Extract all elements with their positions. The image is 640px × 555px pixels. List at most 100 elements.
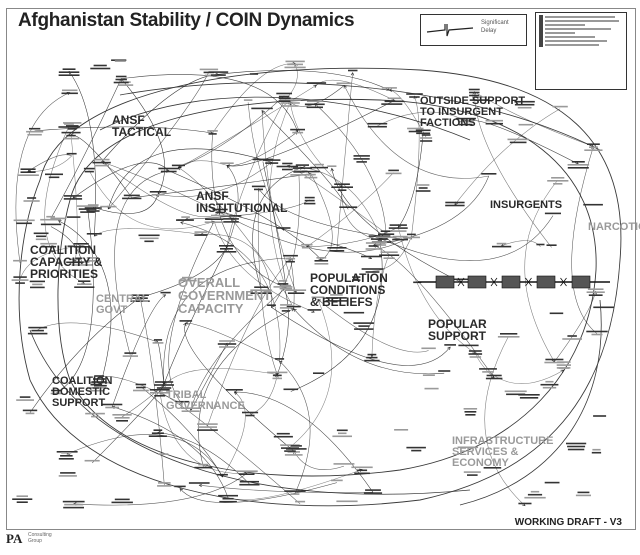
variable-node bbox=[455, 117, 476, 126]
variable-node bbox=[547, 177, 569, 185]
causal-link-arrow bbox=[98, 376, 183, 405]
causal-link-arrow bbox=[554, 291, 596, 362]
variable-node bbox=[12, 495, 33, 503]
causal-link-arrow bbox=[157, 342, 165, 385]
causal-link-arrow bbox=[140, 247, 227, 298]
variable-node bbox=[381, 103, 403, 105]
causal-link-arrow bbox=[120, 78, 165, 195]
variable-node bbox=[84, 257, 101, 262]
causal-link-arrow bbox=[119, 82, 601, 151]
variable-node bbox=[171, 164, 185, 167]
sector-narcotics: NARCOTICS bbox=[588, 221, 640, 233]
causal-link-arrow bbox=[310, 173, 333, 261]
variable-node bbox=[111, 59, 127, 61]
variable-node bbox=[292, 164, 312, 172]
variable-node bbox=[276, 162, 299, 171]
delay-legend: Significant Delay bbox=[420, 14, 527, 46]
variable-node bbox=[388, 224, 408, 232]
delay-symbol-icon bbox=[426, 24, 474, 37]
causal-link-arrow bbox=[293, 450, 344, 470]
variable-node bbox=[278, 97, 291, 102]
causal-link-arrow bbox=[271, 307, 451, 366]
flow-valve-icon bbox=[457, 277, 465, 287]
variable-node bbox=[415, 129, 431, 135]
causal-link-arrow bbox=[207, 257, 291, 427]
causal-link-arrow bbox=[163, 247, 227, 385]
causal-link-arrow bbox=[213, 221, 315, 313]
arrowhead bbox=[198, 483, 203, 488]
variable-node bbox=[286, 305, 301, 308]
causal-link-arrow bbox=[18, 67, 622, 507]
causal-link-arrow bbox=[398, 227, 476, 354]
causal-link-arrow bbox=[474, 91, 552, 248]
diagram-title: Afghanistan Stability / COIN Dynamics bbox=[18, 10, 355, 31]
legend-key-row bbox=[539, 35, 623, 39]
variable-node bbox=[152, 339, 164, 344]
causal-link-arrow bbox=[306, 172, 394, 248]
variable-node bbox=[586, 330, 608, 336]
causal-link-arrow bbox=[372, 236, 412, 272]
variable-node bbox=[251, 107, 273, 110]
causal-link-arrow bbox=[269, 102, 291, 288]
causal-link-arrow bbox=[226, 165, 239, 249]
causal-link-arrow bbox=[271, 174, 300, 308]
legend-key-row bbox=[539, 23, 623, 27]
legend-key-row bbox=[539, 31, 623, 35]
variable-node bbox=[58, 123, 80, 128]
variable-node bbox=[62, 500, 85, 509]
variable-node bbox=[379, 251, 400, 259]
variable-node bbox=[327, 165, 337, 167]
causal-link-arrow bbox=[279, 360, 311, 494]
variable-node bbox=[549, 312, 564, 315]
causal-link-arrow bbox=[114, 170, 169, 356]
diagram-frame bbox=[6, 8, 636, 530]
causal-link-arrow bbox=[398, 132, 424, 228]
causal-link-arrow bbox=[316, 79, 395, 101]
variable-node bbox=[331, 183, 353, 191]
variable-node bbox=[23, 197, 40, 202]
causal-link-arrow bbox=[371, 254, 390, 357]
legend-key-row bbox=[539, 27, 623, 31]
variable-node bbox=[575, 491, 591, 497]
causal-link-arrow bbox=[459, 299, 602, 506]
variable-node bbox=[584, 143, 603, 151]
variable-node bbox=[33, 232, 49, 241]
variable-node bbox=[280, 444, 300, 452]
variable-node bbox=[290, 171, 308, 176]
variable-node bbox=[157, 482, 172, 487]
variable-node bbox=[331, 479, 343, 482]
variable-node bbox=[556, 367, 571, 369]
flow-valve-icon bbox=[525, 277, 532, 287]
variable-node bbox=[353, 155, 370, 163]
popular-support-stock bbox=[501, 275, 521, 289]
variable-node bbox=[133, 383, 149, 392]
variable-node bbox=[544, 481, 560, 484]
causal-link-arrow bbox=[139, 297, 165, 486]
causal-link-arrow bbox=[37, 322, 158, 343]
variable-node bbox=[392, 235, 408, 241]
variable-node bbox=[274, 358, 285, 360]
variable-node bbox=[84, 459, 100, 462]
sector-ansf-tactical: ANSF TACTICAL bbox=[112, 113, 172, 139]
popular-support-stock bbox=[536, 275, 556, 289]
variable-node bbox=[273, 280, 293, 288]
variable-node bbox=[336, 500, 358, 503]
variable-node bbox=[58, 472, 77, 477]
variable-node bbox=[267, 371, 288, 380]
variable-node bbox=[422, 374, 435, 376]
variable-node bbox=[481, 173, 497, 175]
variable-node bbox=[83, 167, 95, 173]
variable-node bbox=[415, 184, 431, 192]
variable-node bbox=[351, 466, 373, 475]
causal-link-arrow bbox=[379, 215, 554, 261]
causal-link-arrow bbox=[108, 71, 210, 209]
variable-node bbox=[113, 75, 129, 84]
variable-node bbox=[284, 490, 306, 495]
causal-link-arrow bbox=[184, 322, 294, 452]
variable-node bbox=[469, 96, 490, 101]
consulting-logo-subtext: Consulting Group bbox=[28, 532, 52, 544]
causal-link-arrow bbox=[44, 126, 85, 284]
variable-node bbox=[73, 243, 89, 248]
arrowhead bbox=[447, 346, 451, 351]
